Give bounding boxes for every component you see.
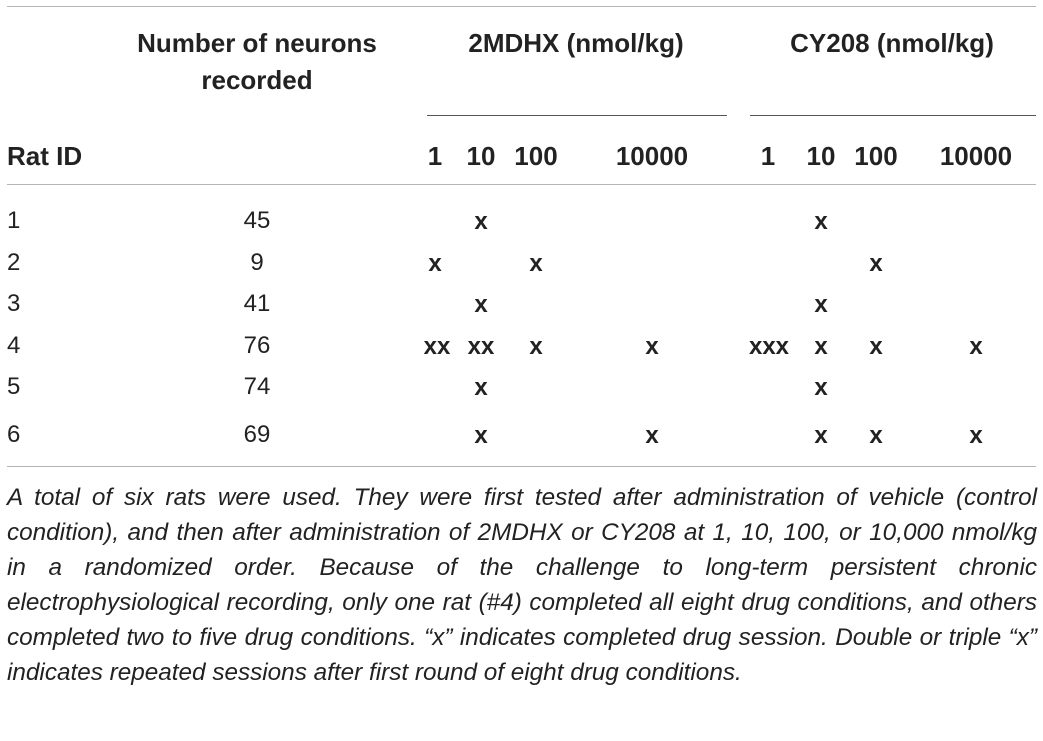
session-mark: x	[869, 333, 883, 360]
session-mark: x	[969, 333, 983, 360]
session-mark: x	[428, 250, 442, 277]
neurons-header-line2: recorded	[201, 65, 313, 95]
dose-header-2mdhx-10: 10	[466, 141, 496, 171]
neuron-count-cell: 41	[243, 290, 271, 317]
session-mark: x	[969, 422, 983, 449]
rat-id-cell: 6	[7, 421, 21, 448]
session-mark: x	[529, 333, 543, 360]
session-mark: x	[869, 422, 883, 449]
neurons-column-header: Number of neurons recorded	[137, 30, 377, 93]
session-mark: x	[869, 250, 883, 277]
table-caption: A total of six rats were used. They were…	[7, 484, 1037, 686]
header-bottom-rule	[7, 184, 1036, 185]
session-mark: x	[814, 422, 828, 449]
dose-header-cy208-1: 1	[760, 141, 776, 171]
neuron-count-cell: 45	[243, 207, 271, 234]
dose-header-2mdhx-10000: 10000	[615, 141, 689, 171]
group-header-cy208: CY208 (nmol/kg)	[790, 28, 994, 58]
session-mark: x	[814, 333, 828, 360]
session-mark: x	[474, 208, 488, 235]
session-mark: x	[814, 291, 828, 318]
session-mark: x	[814, 374, 828, 401]
rat-id-cell: 4	[7, 332, 21, 359]
table-top-rule	[7, 6, 1036, 7]
session-mark: x	[474, 291, 488, 318]
session-mark: xx	[467, 333, 495, 360]
session-mark: x	[474, 374, 488, 401]
session-mark: x	[645, 333, 659, 360]
neurons-header-line1: Number of neurons	[137, 28, 377, 58]
neuron-count-cell: 76	[243, 332, 271, 359]
neuron-count-cell: 9	[250, 249, 264, 276]
rat-id-cell: 5	[7, 373, 21, 400]
dose-header-cy208-100: 100	[854, 141, 898, 171]
group-header-2mdhx: 2MDHX (nmol/kg)	[468, 28, 684, 58]
dose-header-cy208-10000: 10000	[939, 141, 1013, 171]
group-rule-2mdhx	[427, 115, 727, 116]
rat-id-cell: 3	[7, 290, 21, 317]
neuron-count-cell: 74	[243, 373, 271, 400]
session-mark: xx	[423, 333, 451, 360]
rat-id-header: Rat ID	[7, 141, 83, 171]
group-rule-cy208	[750, 115, 1036, 116]
table-bottom-rule	[7, 466, 1036, 467]
session-mark: x	[814, 208, 828, 235]
session-mark: x	[645, 422, 659, 449]
session-mark: x	[474, 422, 488, 449]
rat-id-cell: 2	[7, 249, 21, 276]
session-mark: x	[529, 250, 543, 277]
rat-id-cell: 1	[7, 207, 21, 234]
neuron-count-cell: 69	[243, 421, 271, 448]
dose-header-cy208-10: 10	[806, 141, 836, 171]
dose-header-2mdhx-100: 100	[514, 141, 558, 171]
dose-header-2mdhx-1: 1	[427, 141, 443, 171]
session-mark: xxx	[748, 333, 790, 360]
